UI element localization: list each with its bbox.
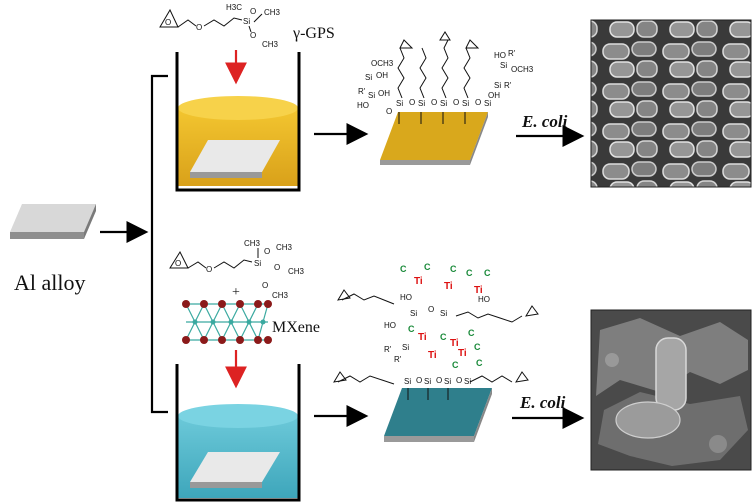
mxene-structure [182,300,272,344]
svg-text:C: C [408,324,415,334]
svg-text:R': R' [394,355,402,364]
gps-molecule-top: O O Si H3C O CH3 O CH3 [159,3,281,49]
svg-text:Ti: Ti [428,350,437,361]
svg-text:C: C [452,360,459,370]
svg-text:C: C [450,264,457,274]
gps-coated-substrate: Si O Si O Si O Si O Si HO O OCH3 Si OH R… [357,31,534,165]
svg-text:O: O [456,376,462,385]
svg-text:CH3: CH3 [264,8,281,17]
svg-text:Ti: Ti [474,285,483,296]
svg-text:CH3: CH3 [288,267,305,276]
svg-text:Si: Si [404,377,411,386]
svg-text:Si: Si [410,309,417,318]
svg-text:CH3: CH3 [276,243,293,252]
gps-label: γ-GPS [292,25,335,42]
gps-molecule-bottom: O O Si O CH3 O CH3 O CH3 CH3 [169,239,305,300]
svg-text:HO: HO [494,51,506,60]
svg-text:O: O [386,107,392,116]
sem-image-bottom [590,309,752,471]
svg-text:Ti: Ti [414,276,423,287]
svg-text:O: O [262,281,268,290]
beaker-top [175,52,301,192]
svg-text:O: O [206,265,212,274]
svg-text:O: O [175,259,181,268]
svg-text:Si: Si [444,377,451,386]
svg-text:C: C [440,332,447,342]
svg-text:Ti: Ti [444,281,453,292]
svg-text:O: O [475,98,481,107]
svg-text:Si: Si [368,91,375,100]
svg-text:O: O [436,376,442,385]
svg-text:OH: OH [488,91,500,100]
svg-text:CH3: CH3 [262,40,279,49]
svg-text:HO: HO [384,321,396,330]
svg-text:OCH3: OCH3 [511,65,534,74]
svg-text:R': R' [358,87,366,96]
ecoli-label-top: E. coli [521,112,568,131]
svg-text:OH: OH [376,71,388,80]
svg-text:O: O [274,263,280,272]
svg-text:R': R' [384,345,392,354]
beaker-bottom [175,364,301,502]
ecoli-label-bottom: E. coli [519,393,566,412]
svg-text:C: C [484,268,491,278]
svg-text:HO: HO [357,101,369,110]
svg-text:Si: Si [462,99,469,108]
sem-image-top [590,19,752,188]
svg-text:O: O [264,247,270,256]
svg-text:HO: HO [478,295,490,304]
svg-text:C: C [476,358,483,368]
svg-text:Si: Si [365,73,372,82]
svg-text:Si: Si [418,99,425,108]
svg-text:OCH3: OCH3 [371,59,394,68]
svg-text:Ti: Ti [450,338,459,349]
svg-text:CH3: CH3 [272,291,289,300]
svg-text:Si: Si [484,99,491,108]
svg-text:Si: Si [396,99,403,108]
plus-sign: + [232,285,240,300]
svg-text:O: O [165,18,171,27]
svg-text:O: O [196,23,202,32]
svg-text:R': R' [504,81,512,90]
svg-text:O: O [409,98,415,107]
svg-text:Si: Si [464,377,471,386]
svg-text:Si: Si [494,81,501,90]
svg-text:H3C: H3C [226,3,242,12]
svg-text:O: O [250,7,256,16]
svg-text:OH: OH [378,89,390,98]
mxene-coated-substrate: Si O Si O Si O Si Ti Ti Ti Ti Ti Ti Ti C… [333,262,539,442]
svg-text:CH3: CH3 [244,239,261,248]
svg-text:Ti: Ti [458,348,467,359]
svg-text:O: O [428,305,434,314]
mxene-label: MXene [272,319,320,336]
svg-text:Si: Si [254,259,261,268]
svg-text:O: O [431,98,437,107]
svg-text:C: C [400,264,407,274]
svg-text:C: C [424,262,431,272]
svg-text:Si: Si [424,377,431,386]
branch-bracket [150,74,168,414]
al-alloy-label: Al alloy [14,270,86,295]
svg-text:C: C [466,268,473,278]
svg-text:O: O [453,98,459,107]
svg-text:Si: Si [440,309,447,318]
svg-text:O: O [416,376,422,385]
svg-text:Si: Si [440,99,447,108]
svg-text:Si: Si [500,61,507,70]
svg-text:Ti: Ti [418,332,427,343]
svg-text:Si: Si [243,17,250,26]
al-alloy-plate [10,204,96,239]
svg-text:R': R' [508,49,516,58]
svg-text:HO: HO [400,293,412,302]
svg-text:C: C [474,342,481,352]
svg-text:O: O [250,31,256,40]
svg-text:C: C [468,328,475,338]
svg-text:Si: Si [402,343,409,352]
